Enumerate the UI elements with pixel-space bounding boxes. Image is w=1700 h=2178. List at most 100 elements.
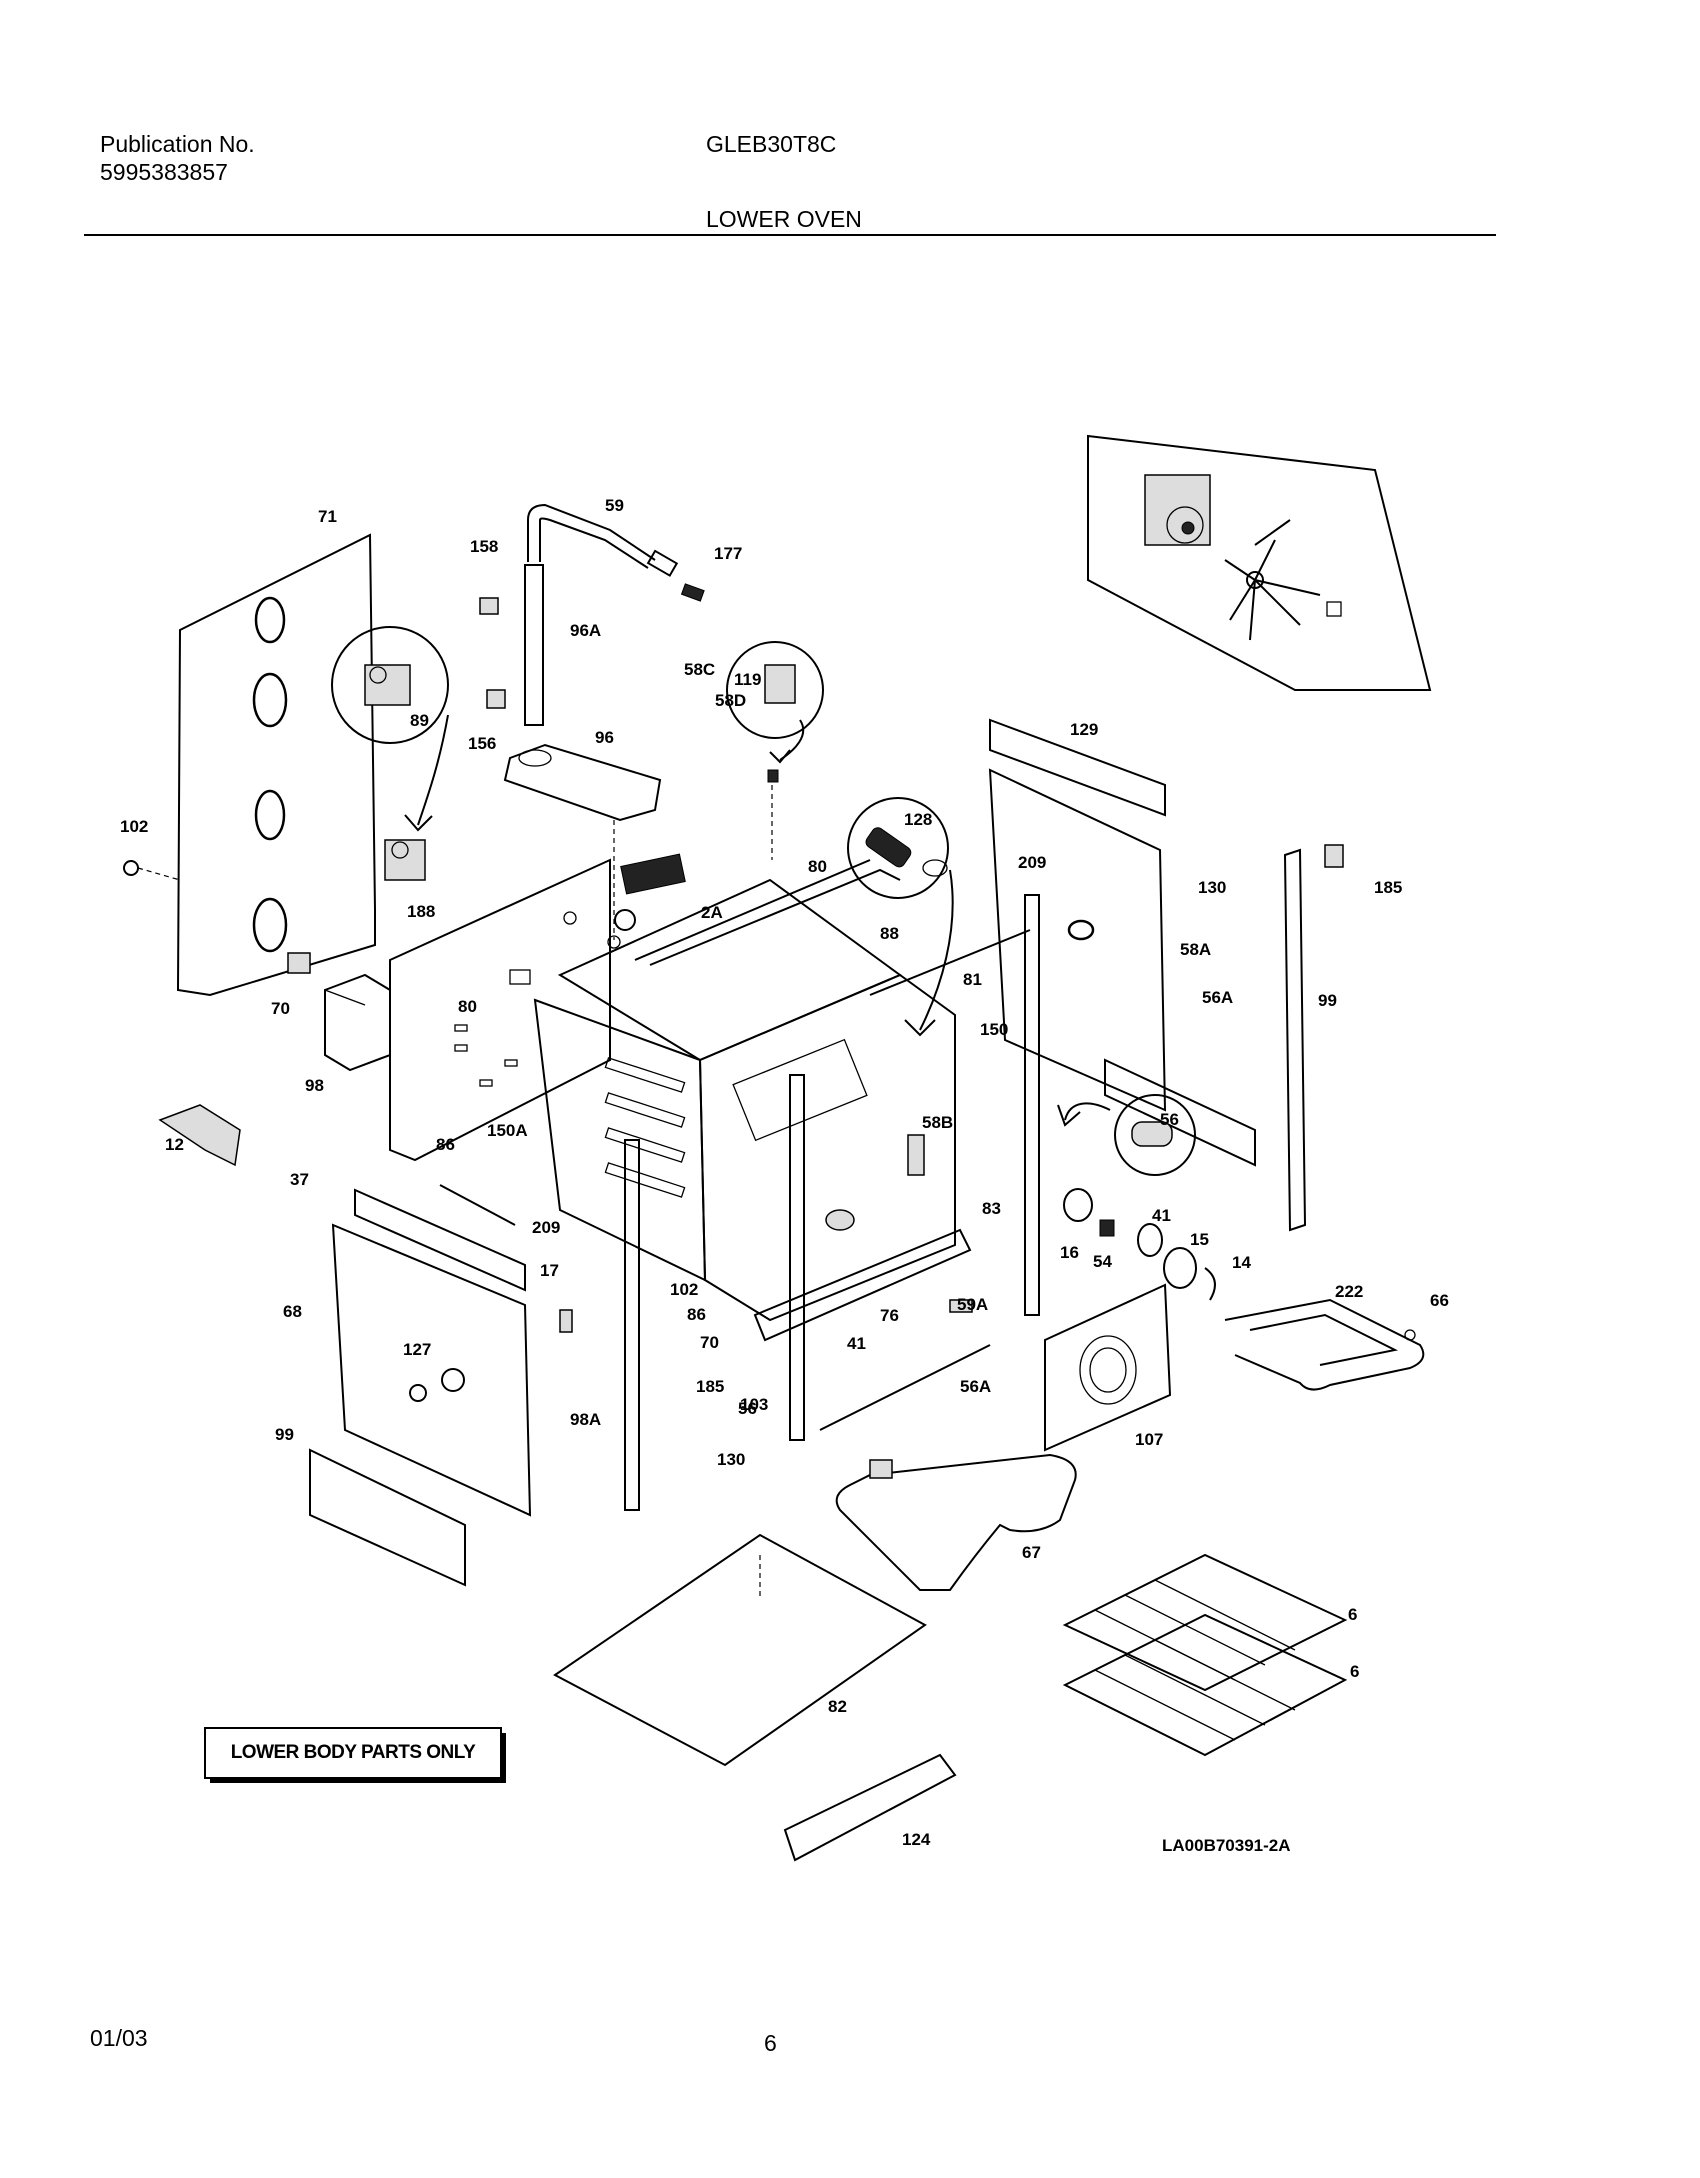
- callout-label: 37: [290, 1170, 309, 1189]
- bracket-150A: [158, 1104, 241, 1167]
- callout-label: 80: [808, 857, 827, 876]
- inset-12-bulb: [1057, 1094, 1196, 1176]
- callout-label: 222: [1335, 1282, 1363, 1301]
- callout-label: 128: [904, 810, 932, 829]
- callout-label: 209: [532, 1218, 560, 1237]
- light-assembly: [1063, 1188, 1216, 1301]
- lower-body-parts-note: LOWER BODY PARTS ONLY: [204, 1727, 506, 1783]
- bracket-156: [486, 689, 506, 709]
- callout-label: 56A: [1202, 988, 1233, 1007]
- callout-label: 76: [880, 1306, 899, 1325]
- callout-label: 150A: [487, 1121, 528, 1140]
- clip-102-lower: [559, 1309, 573, 1333]
- callout-label: 185: [696, 1377, 724, 1396]
- callout-label: 177: [714, 544, 742, 563]
- publication-number: 5995383857: [100, 159, 228, 185]
- bottom-pan-82: [553, 1533, 927, 1767]
- callout-label: 88: [880, 924, 899, 943]
- callout-label: 185: [1374, 878, 1402, 897]
- fan-cover-107: [1044, 1283, 1172, 1452]
- callout-label: 41: [1152, 1206, 1171, 1225]
- callout-label: 124: [902, 1830, 931, 1849]
- callout-label: 86: [687, 1305, 706, 1324]
- callout-label: 129: [1070, 720, 1098, 739]
- terminal-block-58C: [620, 853, 686, 895]
- inset-128-129: [847, 797, 954, 1037]
- callout-label: 58C: [684, 660, 715, 679]
- oven-racks-6: [1062, 1553, 1348, 1757]
- back-panel-71: [176, 533, 376, 997]
- bracket-80-lower: [287, 952, 311, 974]
- callout-label: 71: [318, 507, 337, 526]
- rod-56A-lower: [819, 1344, 991, 1431]
- strip-98: [1283, 848, 1307, 1232]
- element-66: [1224, 1298, 1425, 1391]
- footer-page: 6: [764, 2030, 777, 2056]
- element-67-terminal: [869, 1459, 893, 1479]
- publication-label: Publication No.: [100, 131, 255, 157]
- sensor-37: [439, 1184, 516, 1226]
- callout-label: 81: [963, 970, 982, 989]
- post-56-right: [1024, 894, 1040, 1316]
- post-56-left: [789, 1074, 805, 1441]
- callout-label: 98: [305, 1076, 324, 1095]
- section-title: LOWER OVEN: [706, 206, 862, 232]
- callout-label: 58B: [922, 1113, 953, 1132]
- callout-label: 59: [605, 496, 624, 515]
- callout-label: 6: [1350, 1662, 1359, 1681]
- callout-label: 56: [738, 1399, 757, 1418]
- callout-label: 56A: [960, 1377, 991, 1396]
- callout-label: 70: [271, 999, 290, 1018]
- callout-label: 59A: [957, 1295, 988, 1314]
- callout-label: 127: [403, 1340, 431, 1359]
- model-number: GLEB30T8C: [706, 131, 837, 157]
- kick-panel-124: [783, 1753, 957, 1862]
- callout-label: 158: [470, 537, 498, 556]
- callout-label: 99: [1318, 991, 1337, 1010]
- callout-label: 96A: [570, 621, 601, 640]
- rail-209-top: [989, 718, 1166, 817]
- callout-label: 12: [165, 1135, 184, 1154]
- callout-label: 58D: [715, 691, 746, 710]
- callout-label: 98A: [570, 1410, 601, 1429]
- convection-fan-inset: [1087, 434, 1432, 691]
- rail-209-lower: [354, 1188, 526, 1292]
- rod-56A-upper: [869, 929, 1031, 996]
- inset-119: [726, 641, 824, 860]
- bracket-158: [479, 597, 499, 615]
- vent-duct-96: [503, 743, 662, 940]
- callout-label: 89: [410, 711, 429, 730]
- callout-label: 56: [1160, 1110, 1179, 1129]
- callout-label: 102: [120, 817, 148, 836]
- strip-99-right: [1104, 1058, 1256, 1167]
- thermostat-bracket-80: [384, 839, 426, 881]
- callout-label: 80: [458, 997, 477, 1016]
- callout-label: 156: [468, 734, 496, 753]
- transformer-150: [324, 973, 391, 1072]
- oven-cavity: [533, 859, 956, 1322]
- drawing-number: LA00B70391-2A: [1162, 1836, 1291, 1855]
- callout-label: 209: [1018, 853, 1046, 872]
- callout-label: 2A: [701, 903, 723, 922]
- callout-label: 54: [1093, 1252, 1112, 1271]
- side-panel-70-right: [988, 768, 1167, 1112]
- callout-label: 188: [407, 902, 435, 921]
- callout-label: 99: [275, 1425, 294, 1444]
- callout-label: 17: [540, 1261, 559, 1280]
- callout-label: 130: [1198, 878, 1226, 897]
- bracket-86-right: [907, 1134, 925, 1176]
- vent-tube-59: [524, 503, 705, 726]
- callout-label: 82: [828, 1697, 847, 1716]
- callout-label: 58A: [1180, 940, 1211, 959]
- bottom-assembly: [753, 1209, 973, 1342]
- bake-element-67: [835, 1453, 1077, 1591]
- header-rule: [84, 234, 1496, 236]
- callout-label: 102: [670, 1280, 698, 1299]
- callout-label: 67: [1022, 1543, 1041, 1562]
- callout-label: 15: [1190, 1230, 1209, 1249]
- callout-label: 66: [1430, 1291, 1449, 1310]
- side-panel-70-left: [331, 1223, 532, 1517]
- callout-label: 103: [740, 1395, 768, 1414]
